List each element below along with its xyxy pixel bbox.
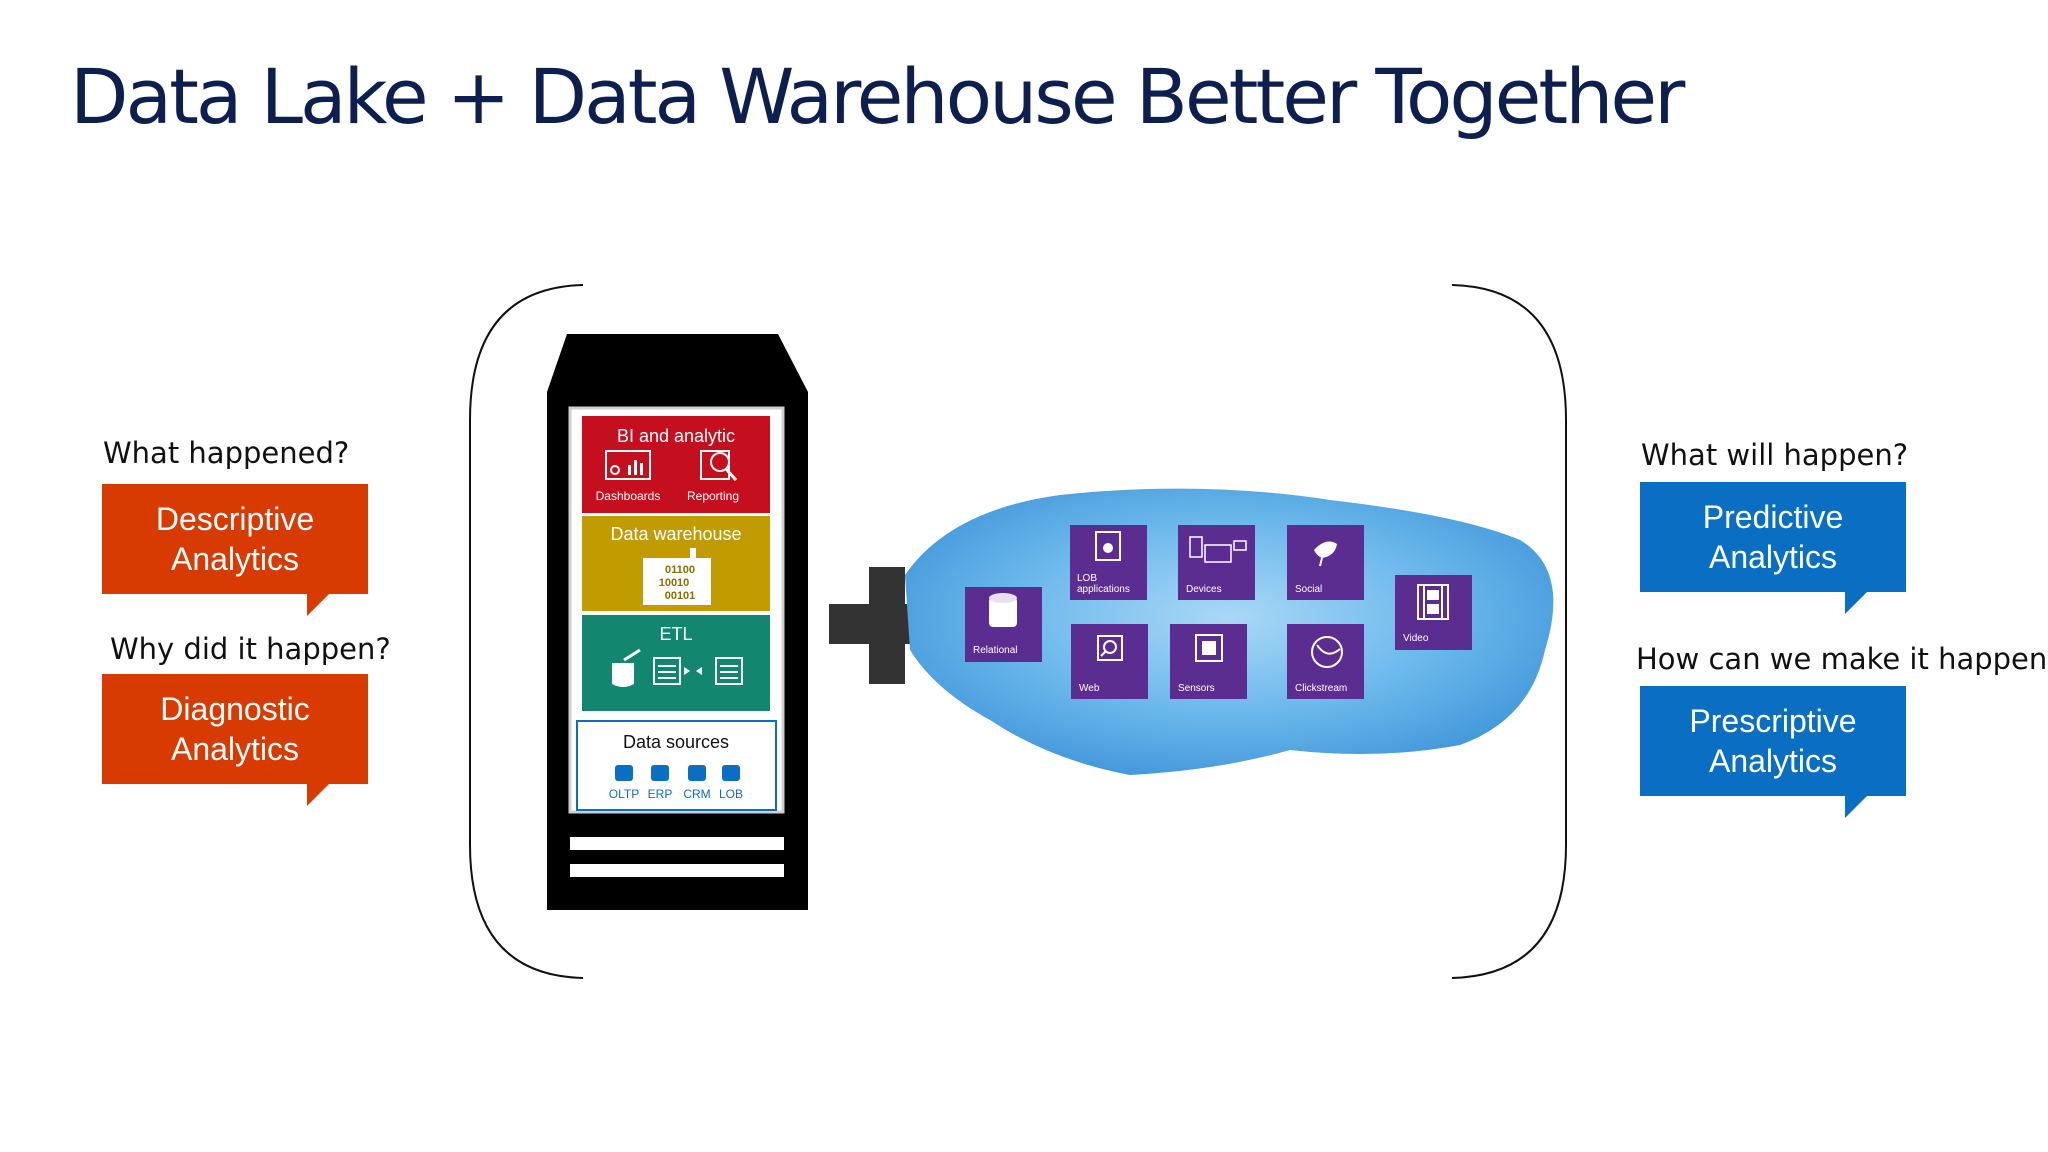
bi-item-dashboards: Dashboards (596, 489, 661, 503)
slide-title: Data Lake + Data Warehouse Better Togeth… (70, 52, 1685, 141)
etl-icon (612, 648, 743, 687)
binary-line-1: 01100 (665, 564, 695, 576)
ds-title: Data sources (623, 732, 729, 752)
descriptive-analytics-callout: Descriptive Analytics (102, 484, 368, 616)
prescriptive-analytics-callout: Prescriptive Analytics (1640, 686, 1906, 818)
callout-line-1: Prescriptive (1689, 703, 1857, 739)
bi-section (582, 416, 770, 513)
tile-label-clickstream: Clickstream (1295, 683, 1347, 694)
devices-icon (1189, 536, 1247, 563)
ds-item-crm: CRM (683, 787, 710, 801)
question-why-did-it-happen: Why did it happen? (110, 632, 391, 666)
question-how-can-we-make-it-happen: How can we make it happen? (1636, 642, 2048, 676)
ds-item-lob: LOB (719, 787, 743, 801)
plus-icon (829, 567, 945, 684)
tile-label-relational: Relational (973, 645, 1017, 656)
question-what-happened: What happened? (103, 436, 350, 470)
sensor-chip-icon (1195, 634, 1223, 662)
callout-line-1: Diagnostic (160, 691, 310, 727)
bird-icon (1314, 541, 1337, 567)
tower-slot-1 (570, 837, 784, 850)
etl-title: ETL (659, 624, 692, 644)
bi-item-reporting: Reporting (687, 489, 739, 503)
binary-line-3: 00101 (665, 590, 696, 602)
callout-line-1: Descriptive (155, 501, 315, 537)
tile-label-sensors: Sensors (1178, 683, 1215, 694)
diagnostic-analytics-callout: Diagnostic Analytics (102, 674, 368, 806)
data-sources-section (576, 720, 777, 811)
question-what-will-happen: What will happen? (1641, 438, 1909, 472)
tile-label-video: Video (1403, 633, 1429, 644)
ds-item-oltp: OLTP (609, 787, 639, 801)
video-icon (1417, 584, 1449, 620)
ds-item-erp: ERP (648, 787, 673, 801)
tile-label-social: Social (1295, 584, 1322, 595)
callout-line-2: Analytics (1708, 743, 1838, 779)
web-search-icon (1097, 635, 1123, 661)
lake-tiles: Relational LOB applications Devices Soci… (965, 525, 1472, 699)
warehouse-icon (643, 548, 711, 605)
predictive-analytics-callout: Predictive Analytics (1640, 482, 1906, 614)
callout-line-2: Analytics (1708, 539, 1838, 575)
tile-label-devices: Devices (1186, 584, 1222, 595)
tile-label-web: Web (1079, 683, 1100, 694)
right-parenthesis (1451, 284, 1567, 979)
callout-line-1: Predictive (1702, 499, 1844, 535)
tile-lob-applications (1070, 525, 1147, 600)
tile-label-lob-1: LOB (1077, 573, 1097, 584)
data-warehouse-tower: BI and analytic Dashboards Reporting Dat… (547, 334, 808, 910)
tile-social (1287, 525, 1364, 600)
globe-icon (1311, 636, 1343, 668)
bi-title: BI and analytic (617, 426, 735, 446)
database-icons (615, 765, 740, 781)
relational-icon (989, 593, 1017, 627)
tile-label-lob-2: applications (1077, 584, 1130, 595)
dashboard-icon (605, 450, 651, 480)
callout-line-2: Analytics (170, 541, 300, 577)
left-parenthesis (469, 284, 584, 979)
binary-line-2: 10010 (659, 577, 690, 589)
reporting-icon (700, 450, 738, 482)
callout-line-2: Analytics (170, 731, 300, 767)
dw-title: Data warehouse (610, 524, 741, 544)
lob-icon (1095, 531, 1121, 561)
tower-slot-2 (570, 864, 784, 877)
